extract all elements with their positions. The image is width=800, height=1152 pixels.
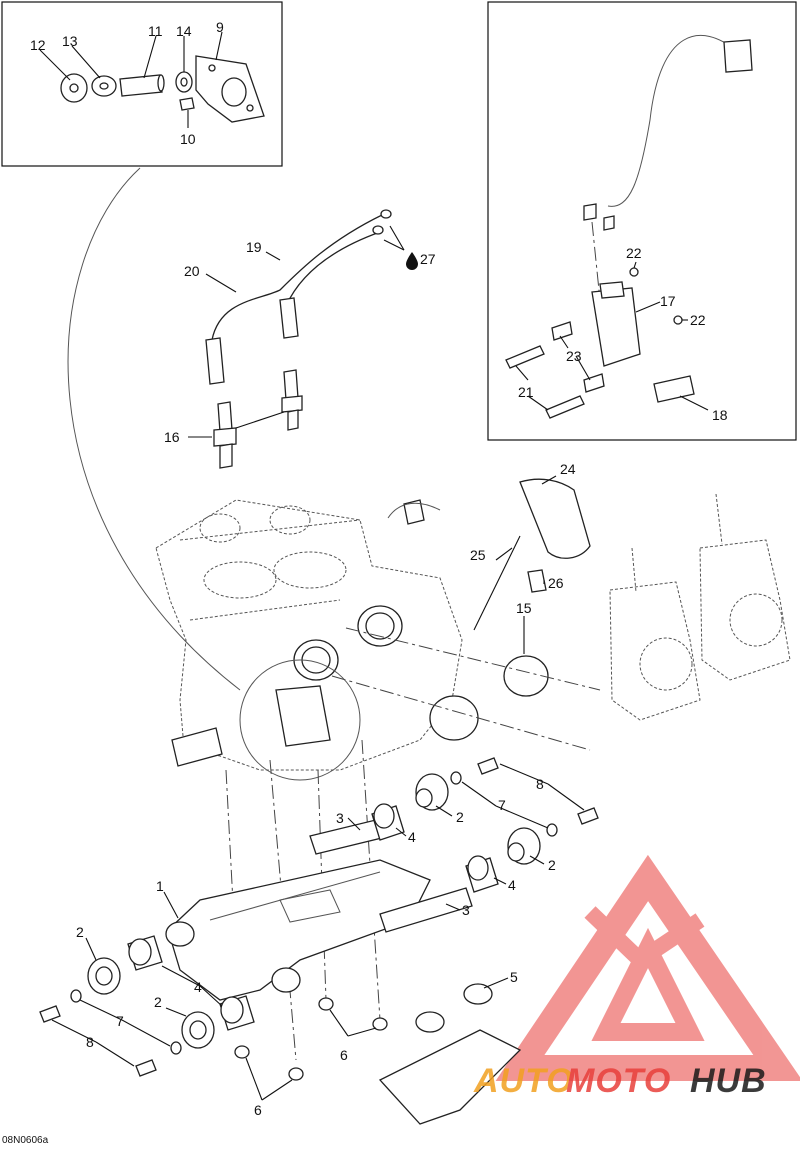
part-18-clip [653,375,695,403]
callout-26: 26 [548,575,564,591]
part-3-shaft-lower [379,887,473,933]
callout-10: 10 [180,131,196,147]
callout-8-upper: 8 [536,776,544,792]
callout-4-c: 4 [194,979,202,995]
callout-25: 25 [470,547,486,563]
callout-2-c: 2 [76,924,84,940]
callout-19: 19 [246,239,262,255]
part-7-washer-c [70,989,82,1003]
part-26-sleeve [527,569,547,593]
callout-5: 5 [510,969,518,985]
oil-drop-icon [406,252,418,270]
mounting-assembly: 8 7 2 2 3 4 4 3 1 2 4 2 7 8 5 6 6 [39,739,599,1125]
part-8-screw-a [477,757,499,775]
callout-20: 20 [184,263,200,279]
part-20-hose [211,213,385,341]
part-21-bolt-upper [505,345,545,369]
callout-21: 21 [518,384,534,400]
hoses-and-plugs: 19 20 16 27 [164,209,436,469]
bottom-bracket [378,1029,522,1125]
callout-3-lower: 3 [462,902,470,918]
callout-18: 18 [712,407,728,423]
watermark-hub: HUB [690,1062,767,1100]
callout-22-top: 22 [626,245,642,261]
part-11-spacer [119,74,163,97]
callout-3-upper: 3 [336,810,344,826]
callout-16: 16 [164,429,180,445]
part-6-nut-c [234,1045,250,1059]
watermark-wordmark: AUTO MOTO HUB [473,1062,767,1100]
part-21-bolt-lower [545,395,585,419]
callout-23: 23 [566,348,582,364]
part-24-strap [519,478,591,559]
callout-7-lower: 7 [116,1013,124,1029]
part-8-screw-c [39,1005,61,1023]
inset-mounting-plate: 12 13 11 14 9 10 [1,1,283,167]
drawing-code: 08N0606a [2,1135,49,1146]
part-6-nut-b [372,1017,388,1031]
coil-connector [723,39,753,73]
callout-4-b: 4 [508,877,516,893]
watermark-moto: MOTO [566,1062,671,1100]
callout-2-b: 2 [548,857,556,873]
engine-block [155,499,463,781]
part-16-plug-left [217,401,233,433]
part-8-screw-b [577,807,599,825]
callout-9: 9 [216,19,224,35]
part-7-washer-b [546,823,558,837]
callout-14: 14 [176,23,192,39]
part-23-sleeve-upper [551,321,573,341]
part-5-stopper-a [463,983,493,1005]
inset-connector-arc [67,167,241,691]
part-10-screw [179,97,195,111]
part-15-clamp [503,655,549,697]
part-7-washer-a [450,771,462,785]
carburetors [609,493,791,721]
callout-7-upper: 7 [498,797,506,813]
inset-ignition-coil: 22 17 22 23 21 18 [487,1,797,441]
part-22-nut-right [673,315,683,325]
coil-wire [607,35,739,207]
callout-8-lower: 8 [86,1034,94,1050]
watermark-logo [495,854,800,1081]
part-17-coil [591,287,641,367]
part-1-support [167,859,431,1001]
callout-13: 13 [62,33,78,49]
callout-11: 11 [148,23,163,39]
watermark-auto: AUTO [473,1062,574,1100]
part-22-nut-top [629,267,639,277]
callout-6-upper: 6 [340,1047,348,1063]
part-16-plug-right [283,369,299,401]
part-25-spring [473,535,521,631]
part-6-nut-a [318,997,334,1011]
callout-24: 24 [560,461,576,477]
part-6-nut-d [288,1067,304,1081]
callout-1: 1 [156,878,164,894]
callout-27: 27 [420,251,436,267]
callout-15: 15 [516,600,532,616]
part-5-stopper-b [415,1011,445,1033]
callout-12: 12 [30,37,46,53]
callout-4-a: 4 [408,829,416,845]
callout-2-d: 2 [154,994,162,1010]
callout-17: 17 [660,293,676,309]
callout-2-a: 2 [456,809,464,825]
part-8-screw-d [135,1059,157,1077]
callout-22-right: 22 [690,312,706,328]
part-23-sleeve-lower [583,373,605,393]
part-19-hose [285,231,381,307]
part-7-washer-d [170,1041,182,1055]
callout-6-lower: 6 [254,1102,262,1118]
carb-clamps: 24 25 26 15 [331,461,601,751]
